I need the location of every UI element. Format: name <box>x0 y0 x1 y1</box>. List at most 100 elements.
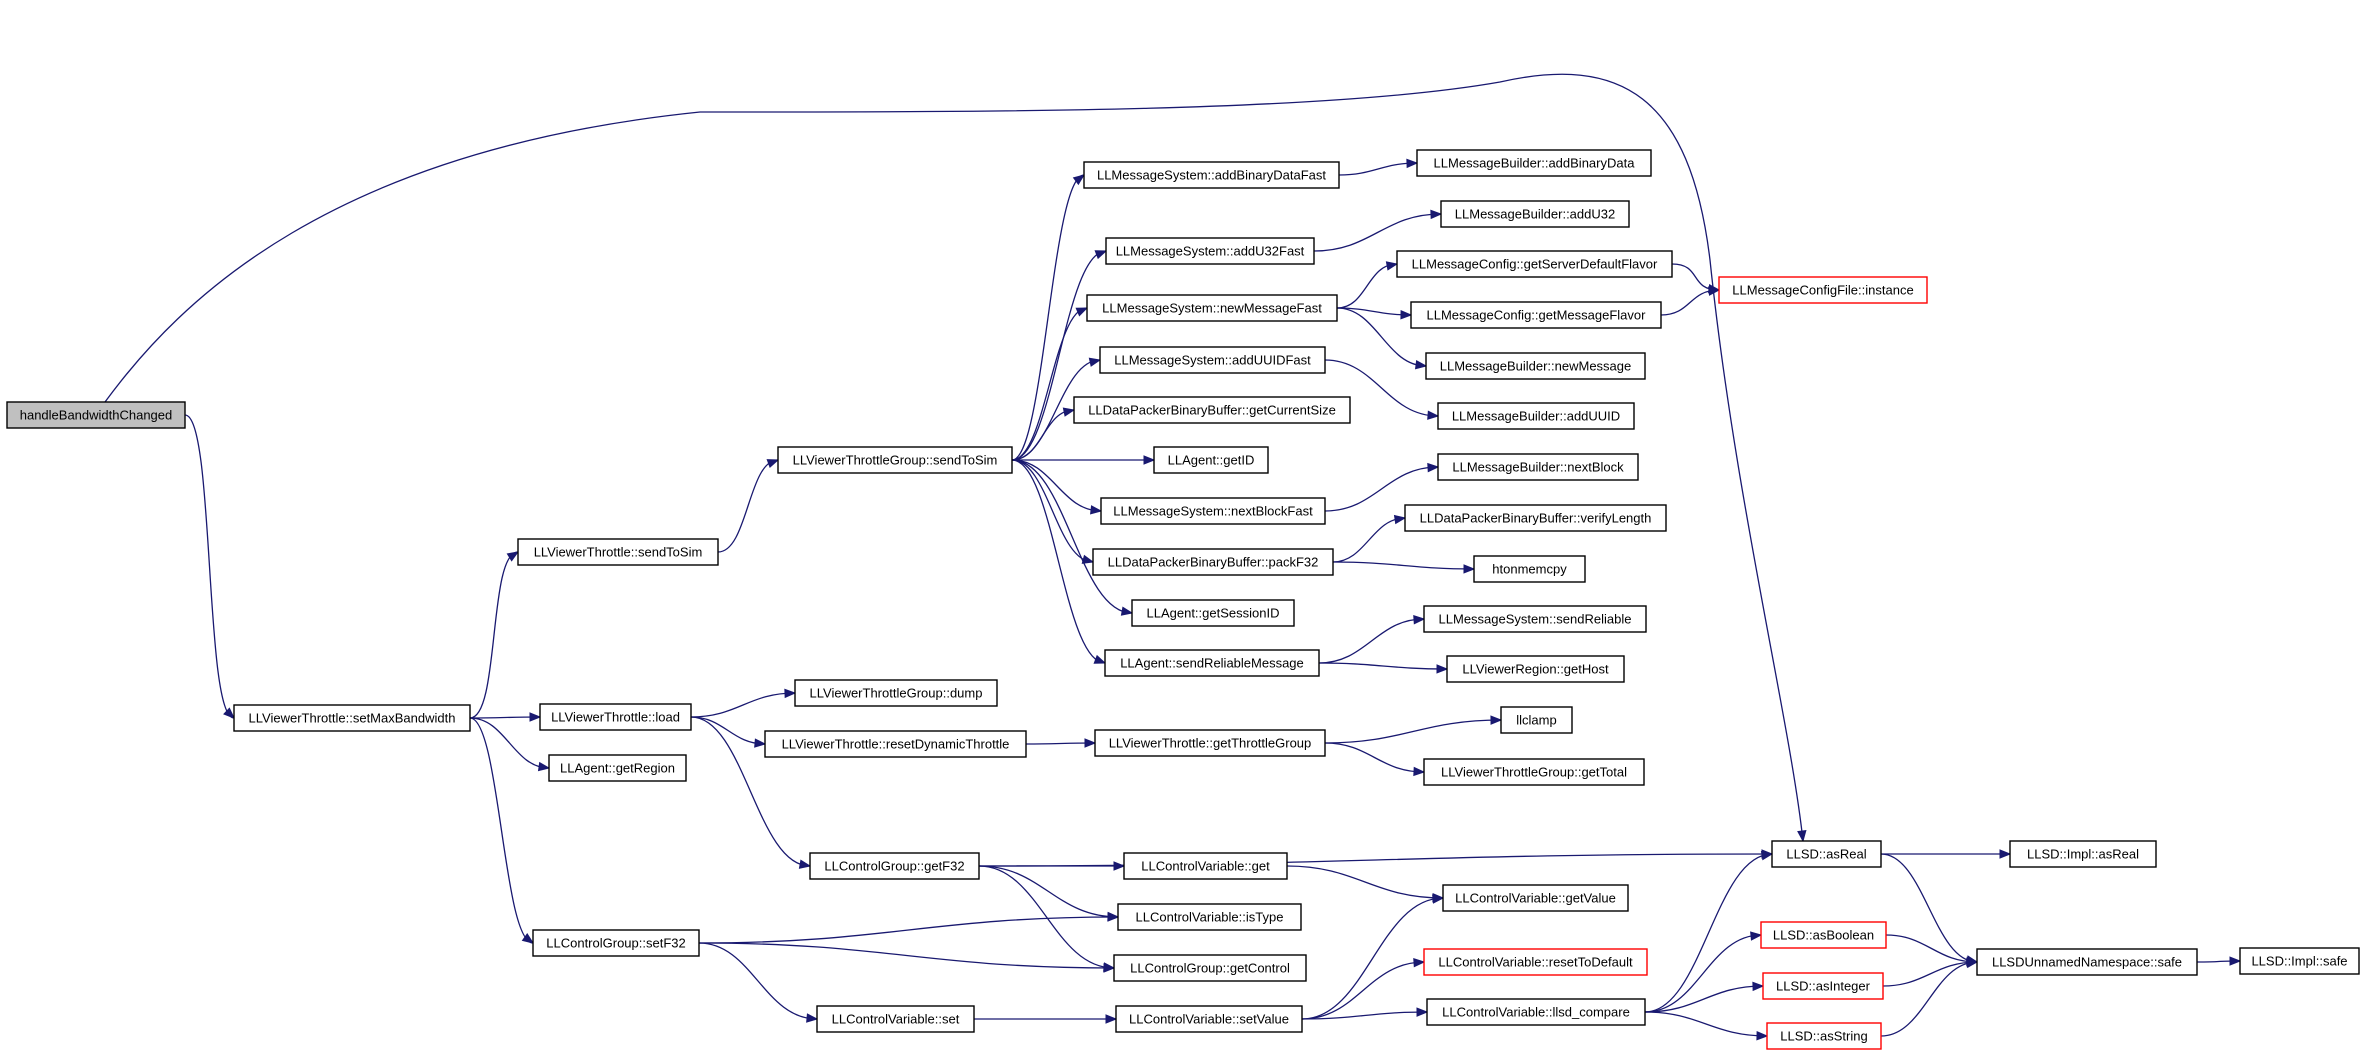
node-addBinaryDataFast[interactable]: LLMessageSystem::addBinaryDataFast <box>1083 161 1340 189</box>
node-asInteger[interactable]: LLSD::asInteger <box>1762 972 1884 1000</box>
node-label: LLMessageSystem::addUUIDFast <box>1114 353 1311 368</box>
node-label: LLControlGroup::getControl <box>1130 961 1290 976</box>
node-packF32[interactable]: LLDataPackerBinaryBuffer::packF32 <box>1092 548 1334 576</box>
node-cv_getValue[interactable]: LLControlVariable::getValue <box>1442 884 1629 912</box>
edge-llsd_compare-to-asInteger <box>1644 981 1765 1013</box>
node-mb_addUUID[interactable]: LLMessageBuilder::addUUID <box>1437 402 1635 430</box>
node-getMessageFlavor[interactable]: LLMessageConfig::getMessageFlavor <box>1410 301 1662 329</box>
arrowhead <box>1103 963 1116 973</box>
node-sendReliable[interactable]: LLMessageSystem::sendReliable <box>1423 605 1647 633</box>
node-label: LLSD::Impl::safe <box>2251 954 2347 969</box>
node-mb_newMessage[interactable]: LLMessageBuilder::newMessage <box>1425 352 1646 380</box>
node-addU32Fast[interactable]: LLMessageSystem::addU32Fast <box>1105 237 1315 265</box>
node-getHost[interactable]: LLViewerRegion::getHost <box>1446 655 1625 683</box>
node-label: LLViewerThrottle::resetDynamicThrottle <box>782 737 1010 752</box>
arrowhead <box>784 688 797 699</box>
node-sendReliableMessage[interactable]: LLAgent::sendReliableMessage <box>1104 649 1320 677</box>
node-nextBlockFast[interactable]: LLMessageSystem::nextBlockFast <box>1100 497 1326 525</box>
edge-vtg_sendToSim-to-sendReliableMessage <box>1011 459 1107 664</box>
node-asString[interactable]: LLSD::asString <box>1766 1022 1882 1050</box>
edge-asInteger-to-safe <box>1882 957 1979 987</box>
edge-setF32-to-cv_isType <box>698 912 1120 944</box>
node-getF32[interactable]: LLControlGroup::getF32 <box>809 852 980 880</box>
node-cv_set[interactable]: LLControlVariable::set <box>816 1005 975 1033</box>
node-label: LLViewerThrottle::getThrottleGroup <box>1109 736 1312 751</box>
node-setMaxBandwidth[interactable]: LLViewerThrottle::setMaxBandwidth <box>233 704 471 732</box>
node-box <box>794 679 998 707</box>
node-label: LLMessageSystem::addBinaryDataFast <box>1097 168 1326 183</box>
node-safe[interactable]: LLSDUnnamedNamespace::safe <box>1976 948 2198 976</box>
node-label: LLViewerThrottleGroup::dump <box>810 686 983 701</box>
node-label: LLSD::Impl::asReal <box>2027 847 2139 862</box>
node-label: LLAgent::sendReliableMessage <box>1120 656 1304 671</box>
edge-vt_load-to-resetDynamicThrottle <box>690 716 767 748</box>
edge-cv_setValue-to-llsd_compare <box>1301 1007 1429 1020</box>
node-getSessionID[interactable]: LLAgent::getSessionID <box>1131 599 1295 627</box>
node-box <box>233 704 471 732</box>
node-box <box>1440 200 1630 228</box>
node-vtg_getTotal[interactable]: LLViewerThrottleGroup::getTotal <box>1423 758 1645 786</box>
node-cv_setValue[interactable]: LLControlVariable::setValue <box>1115 1005 1303 1033</box>
node-asBoolean[interactable]: LLSD::asBoolean <box>1760 921 1887 949</box>
node-verifyLength[interactable]: LLDataPackerBinaryBuffer::verifyLength <box>1404 504 1667 532</box>
node-box <box>1092 548 1334 576</box>
edge-root-to-asReal <box>104 73 1807 843</box>
node-vt_load[interactable]: LLViewerThrottle::load <box>539 703 692 731</box>
node-newMessageFast[interactable]: LLMessageSystem::newMessageFast <box>1086 294 1338 322</box>
node-box <box>2009 840 2157 868</box>
node-label: LLMessageBuilder::addBinaryData <box>1434 156 1636 171</box>
node-getID[interactable]: LLAgent::getID <box>1153 446 1269 474</box>
node-impl_safe[interactable]: LLSD::Impl::safe <box>2239 947 2360 975</box>
node-box <box>1446 655 1625 683</box>
node-mb_nextBlock[interactable]: LLMessageBuilder::nextBlock <box>1437 453 1639 481</box>
edge-cv_setValue-to-cv_getValue <box>1301 894 1445 1020</box>
arrowhead <box>1756 1030 1769 1041</box>
arrowhead <box>766 459 780 469</box>
arrowhead <box>754 738 767 748</box>
node-addUUIDFast[interactable]: LLMessageSystem::addUUIDFast <box>1099 346 1326 374</box>
node-vtg_sendToSim[interactable]: LLViewerThrottleGroup::sendToSim <box>777 446 1013 474</box>
node-llclamp[interactable]: llclamp <box>1500 706 1573 734</box>
arrowhead <box>1797 830 1807 843</box>
node-setF32[interactable]: LLControlGroup::setF32 <box>532 929 700 957</box>
node-cv_get[interactable]: LLControlVariable::get <box>1123 852 1288 880</box>
edge-vtg_sendToSim-to-newMessageFast <box>1011 307 1089 461</box>
node-cv_isType[interactable]: LLControlVariable::isType <box>1117 903 1302 931</box>
node-vtg_dump[interactable]: LLViewerThrottleGroup::dump <box>794 679 998 707</box>
node-getThrottleGroup[interactable]: LLViewerThrottle::getThrottleGroup <box>1094 729 1326 757</box>
node-vt_sendToSim[interactable]: LLViewerThrottle::sendToSim <box>517 538 719 566</box>
node-asReal[interactable]: LLSD::asReal <box>1771 840 1882 868</box>
edge-llsd_compare-to-asReal <box>1644 851 1774 1013</box>
edge-newMessageFast-to-getServerDefaultFlavor <box>1336 261 1399 309</box>
node-resetDynamicThrottle[interactable]: LLViewerThrottle::resetDynamicThrottle <box>764 730 1027 758</box>
edge-vtg_sendToSim-to-addU32Fast <box>1011 250 1108 461</box>
node-htonmemcpy[interactable]: htonmemcpy <box>1473 555 1586 583</box>
call-edges <box>104 73 2242 1041</box>
edge-getThrottleGroup-to-llclamp <box>1324 715 1503 744</box>
node-mb_addU32[interactable]: LLMessageBuilder::addU32 <box>1440 200 1630 228</box>
node-box <box>1766 1022 1882 1050</box>
arrowhead <box>798 859 812 869</box>
node-label: LLControlVariable::setValue <box>1129 1012 1289 1027</box>
node-getCurrentSize[interactable]: LLDataPackerBinaryBuffer::getCurrentSize <box>1073 396 1351 424</box>
node-box <box>1083 161 1340 189</box>
edge-llsd_compare-to-asString <box>1644 1011 1769 1041</box>
arrowhead <box>506 551 520 562</box>
node-label: LLSD::asInteger <box>1776 979 1871 994</box>
node-llsd_compare[interactable]: LLControlVariable::llsd_compare <box>1426 998 1646 1026</box>
node-getRegion[interactable]: LLAgent::getRegion <box>548 754 687 782</box>
node-cg_getControl[interactable]: LLControlGroup::getControl <box>1113 954 1307 982</box>
node-mcf_instance[interactable]: LLMessageConfigFile::instance <box>1718 276 1928 304</box>
arrowhead <box>223 707 235 719</box>
arrowhead <box>1072 174 1086 186</box>
edge-safe-to-impl_safe <box>2196 956 2242 966</box>
node-resetToDefault[interactable]: LLControlVariable::resetToDefault <box>1423 948 1648 976</box>
node-mb_addBinaryData[interactable]: LLMessageBuilder::addBinaryData <box>1416 149 1652 177</box>
node-impl_asReal[interactable]: LLSD::Impl::asReal <box>2009 840 2157 868</box>
arrowhead <box>1430 209 1443 220</box>
arrowhead <box>1432 894 1445 904</box>
arrowhead <box>1120 606 1134 616</box>
node-getServerDefaultFlavor[interactable]: LLMessageConfig::getServerDefaultFlavor <box>1396 250 1673 278</box>
node-box <box>1976 948 2198 976</box>
node-box <box>1426 998 1646 1026</box>
